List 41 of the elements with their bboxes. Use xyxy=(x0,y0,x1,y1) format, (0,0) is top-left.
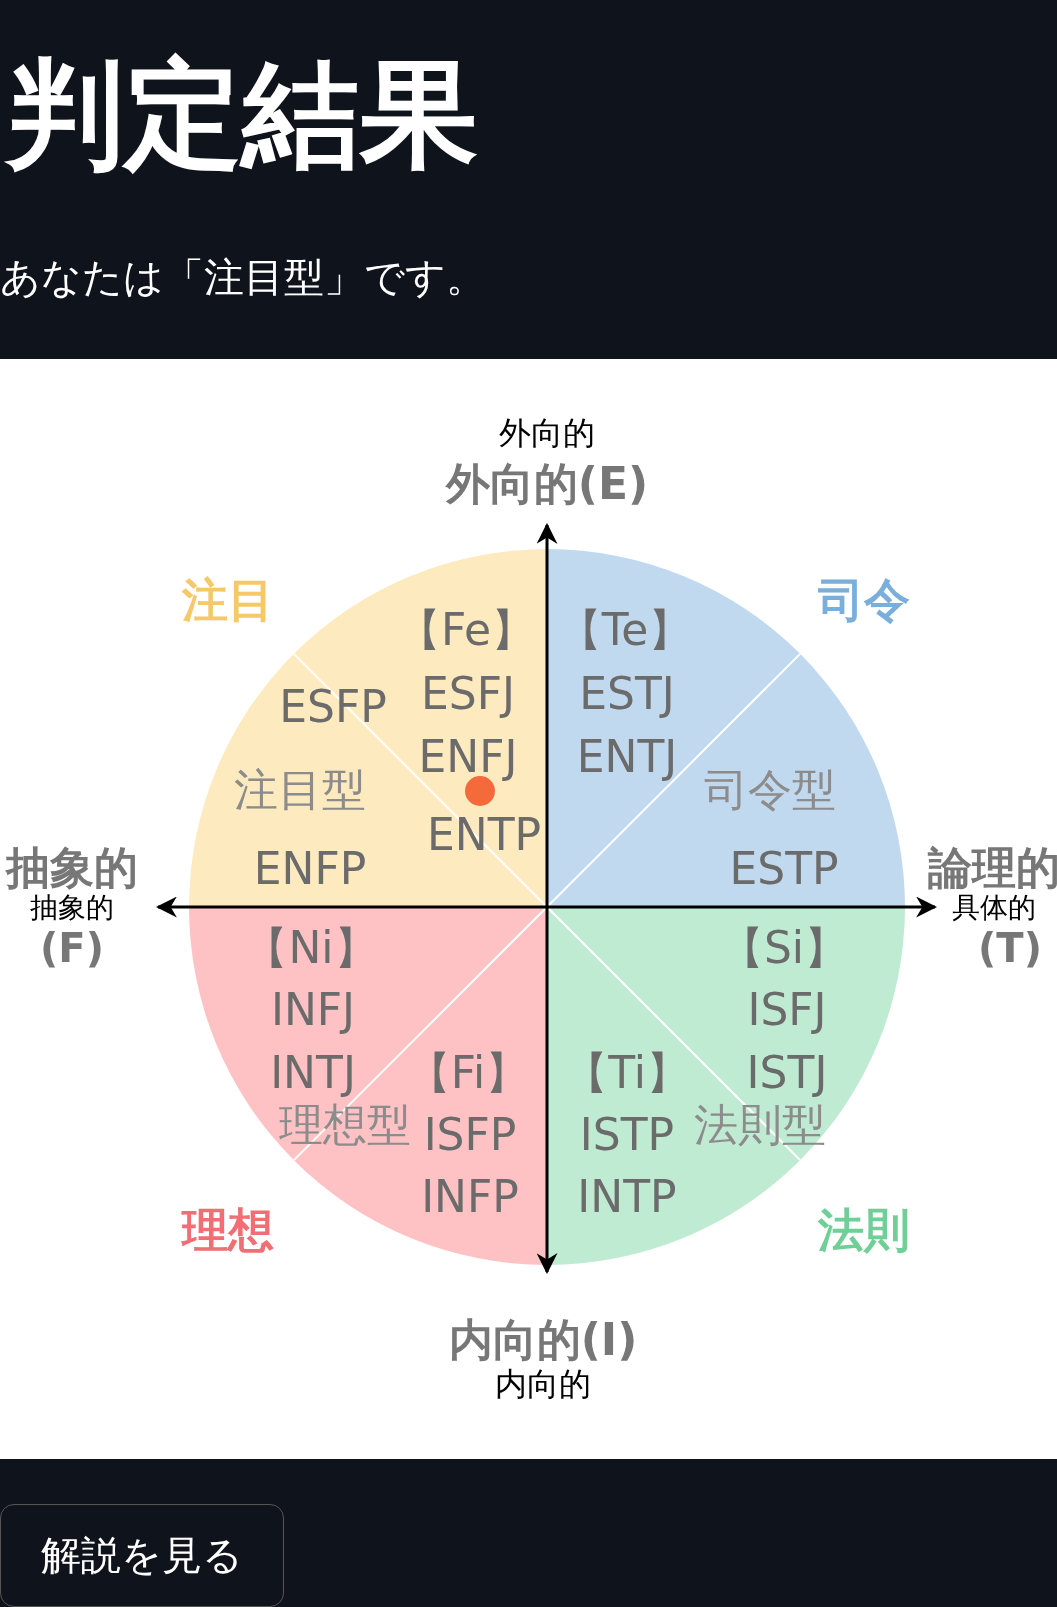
axis-label: 論理的 xyxy=(928,846,1057,890)
type-label: 【Si】 xyxy=(719,926,849,970)
type-label: ESFP xyxy=(279,685,387,729)
quadrant-label: 司令 xyxy=(818,577,910,623)
text-label: 抽象的 xyxy=(30,894,114,922)
type-label: 【Ti】 xyxy=(564,1051,690,1095)
axis-label: 抽象的 xyxy=(6,846,138,890)
type-label: INFJ xyxy=(270,988,356,1032)
text-label: 内向的 xyxy=(495,1368,591,1400)
explanation-button: 解説を見る xyxy=(0,1504,284,1607)
type-label: ESTJ xyxy=(579,672,675,716)
type-label: INFP xyxy=(421,1175,519,1219)
type-label: INTJ xyxy=(270,1051,356,1095)
result-text: あなたは「注目型」です。 xyxy=(0,257,486,297)
axis-label: 外向的(E) xyxy=(445,462,649,506)
type-label: ESTP xyxy=(729,847,839,891)
quadrant-label: 注目 xyxy=(182,577,274,623)
text-label: 具体的 xyxy=(952,894,1036,922)
quadrant-label: 法則 xyxy=(818,1207,910,1253)
type-label: 【Ni】 xyxy=(244,926,378,970)
type-label: ISTJ xyxy=(746,1051,828,1095)
type-group-label: 司令型 xyxy=(704,768,836,812)
type-label: ENTJ xyxy=(576,735,678,779)
type-group-label: 注目型 xyxy=(234,768,366,812)
type-label: ENFP xyxy=(253,847,367,891)
type-label: ENTP xyxy=(426,813,542,857)
type-label: ESFJ xyxy=(421,672,515,716)
type-label: ISFP xyxy=(423,1113,517,1157)
type-label: ENFJ xyxy=(418,735,518,779)
axis-label: 内向的(I) xyxy=(448,1318,638,1362)
text-label: 外向的 xyxy=(499,417,595,449)
quadrant-label: 理想 xyxy=(182,1207,274,1253)
type-group-label: 理想型 xyxy=(279,1103,411,1147)
type-label: 【Fi】 xyxy=(406,1051,530,1095)
type-label: 【Te】 xyxy=(557,608,693,652)
type-label: 【Fe】 xyxy=(397,608,535,652)
axis-label: (T) xyxy=(978,928,1042,968)
axis-label: (F) xyxy=(40,928,104,968)
type-label: INTP xyxy=(577,1175,677,1219)
type-label: ISFJ xyxy=(747,988,827,1032)
type-label: ISTP xyxy=(579,1113,675,1157)
